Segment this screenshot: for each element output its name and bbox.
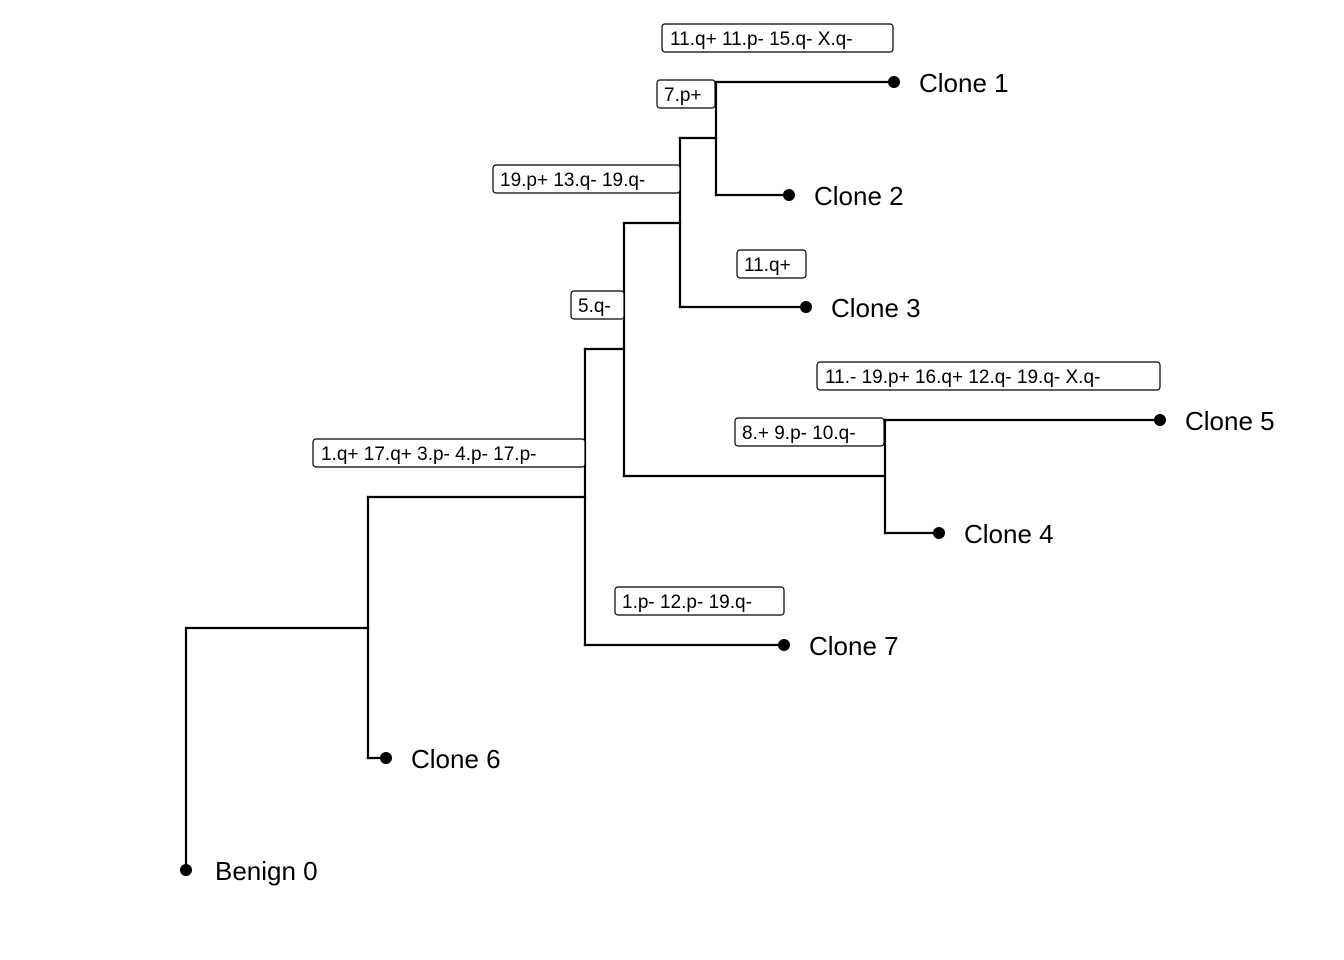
tip-dot-clone7 — [778, 639, 790, 651]
tip-label-clone2: Clone 2 — [814, 181, 904, 211]
event-label: 11.q+ — [736, 249, 807, 279]
event-label-text: 8.+ 9.p- 10.q- — [742, 423, 856, 444]
tip-dot-clone4 — [933, 527, 945, 539]
tip-dot-clone2 — [783, 189, 795, 201]
tip-dot-benign — [180, 864, 192, 876]
event-label: 7.p+ — [656, 79, 716, 109]
event-label: 11.q+ 11.p- 15.q- X.q- — [661, 23, 894, 53]
tip-label-clone7: Clone 7 — [809, 631, 899, 661]
tip-label-clone6: Clone 6 — [411, 744, 501, 774]
tip-dot-clone3 — [800, 301, 812, 313]
event-label: 1.p- 12.p- 19.q- — [614, 586, 785, 616]
event-label-text: 1.p- 12.p- 19.q- — [622, 592, 752, 613]
tip-dot-clone6 — [380, 752, 392, 764]
tip-label-clone4: Clone 4 — [964, 519, 1054, 549]
event-labels: 1.q+ 17.q+ 3.p- 4.p- 17.p- 5.q- 19.p+ 13… — [312, 23, 1161, 616]
event-label-text: 11.- 19.p+ 16.q+ 12.q- 19.q- X.q- — [825, 367, 1100, 388]
event-label: 19.p+ 13.q- 19.q- — [492, 164, 681, 194]
tip-labels: Benign 0 Clone 6 Clone 7 Clone 4 Clone 5… — [215, 68, 1275, 886]
tree-tips — [180, 76, 1166, 876]
tip-label-benign: Benign 0 — [215, 856, 318, 886]
event-label: 5.q- — [570, 290, 625, 320]
event-label-text: 5.q- — [578, 296, 611, 317]
event-label-text: 19.p+ 13.q- 19.q- — [500, 170, 645, 191]
tip-dot-clone1 — [888, 76, 900, 88]
tree-branches — [184, 80, 1162, 872]
event-label-text: 11.q+ — [744, 255, 791, 276]
tip-label-clone5: Clone 5 — [1185, 406, 1275, 436]
event-label-text: 1.q+ 17.q+ 3.p- 4.p- 17.p- — [321, 444, 537, 465]
tip-label-clone1: Clone 1 — [919, 68, 1009, 98]
event-label: 1.q+ 17.q+ 3.p- 4.p- 17.p- — [312, 438, 586, 468]
event-label-text: 11.q+ 11.p- 15.q- X.q- — [670, 29, 853, 50]
event-label-text: 7.p+ — [664, 85, 702, 106]
event-label: 8.+ 9.p- 10.q- — [734, 417, 885, 447]
tip-label-clone3: Clone 3 — [831, 293, 921, 323]
event-label: 11.- 19.p+ 16.q+ 12.q- 19.q- X.q- — [816, 361, 1161, 391]
tip-dot-clone5 — [1154, 414, 1166, 426]
